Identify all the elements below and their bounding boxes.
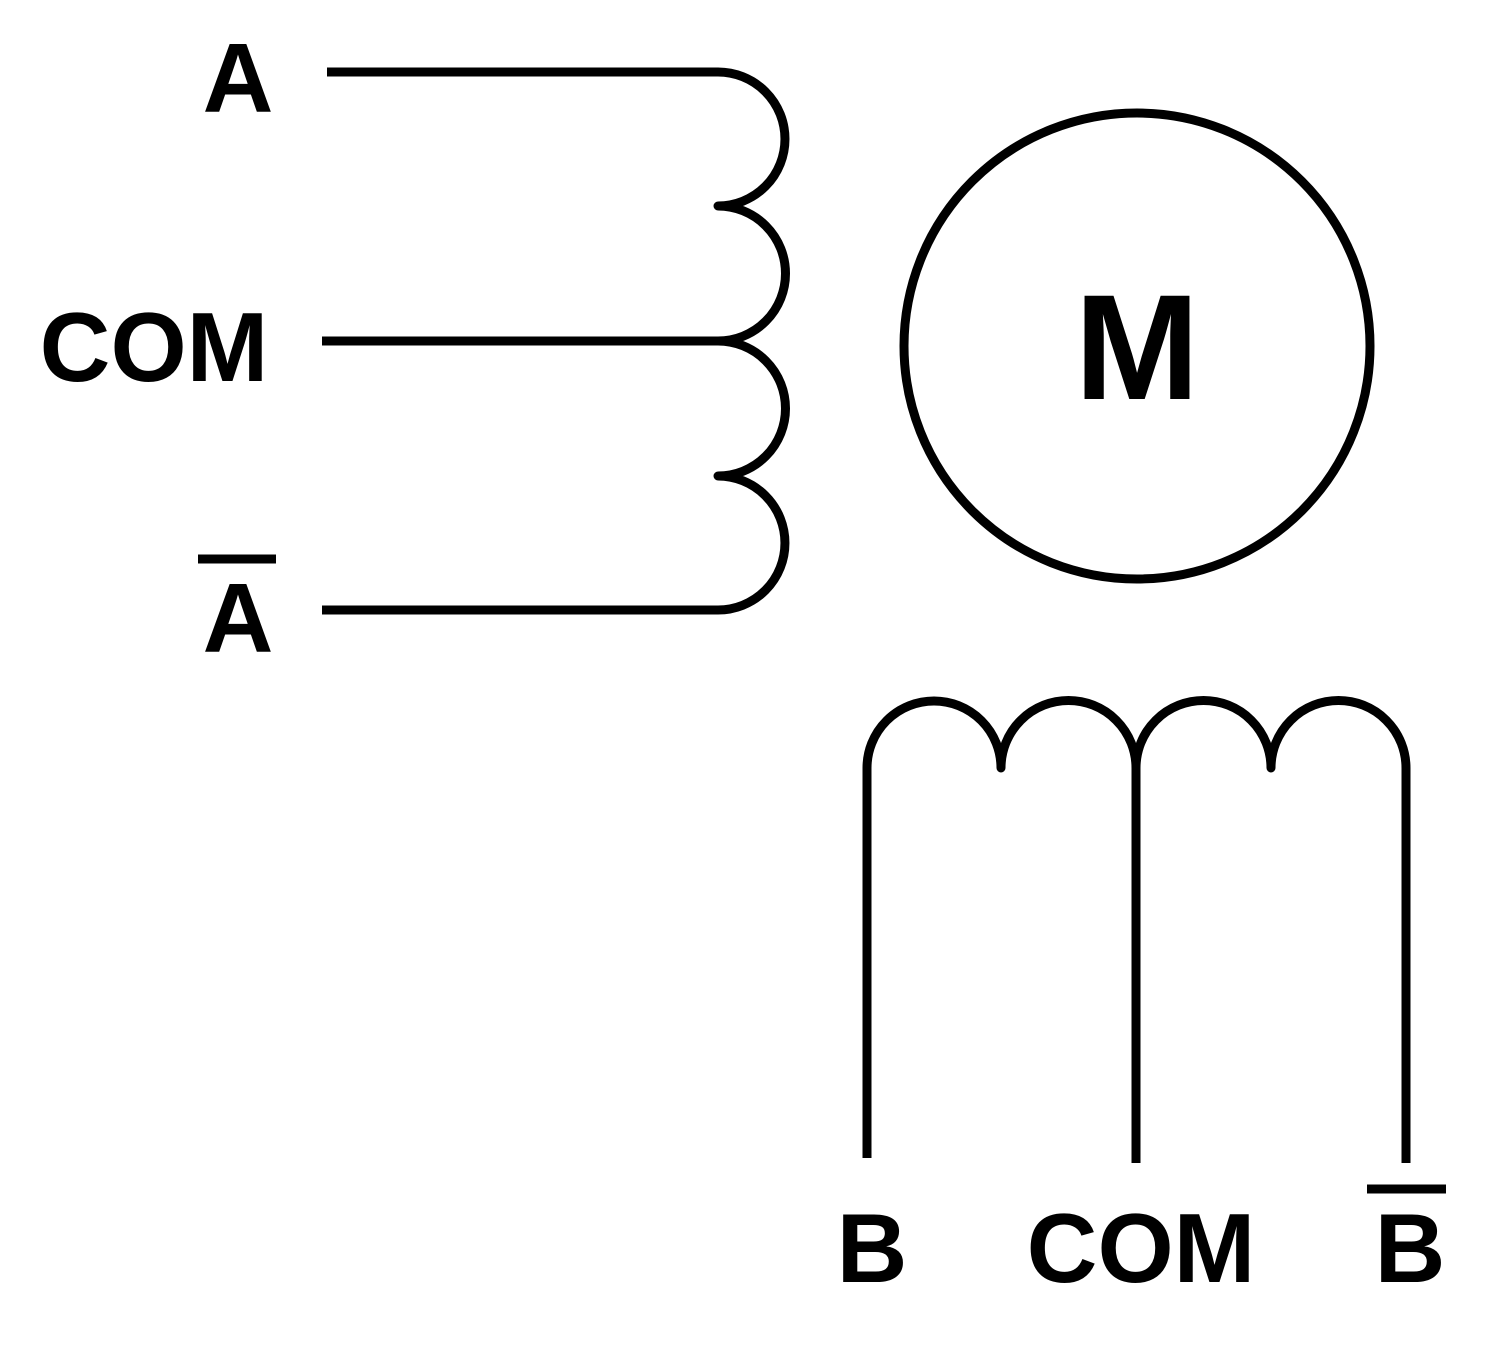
label-b: B — [837, 1193, 908, 1303]
label-com-a: COM — [40, 292, 269, 402]
motor-label: M — [1075, 263, 1200, 431]
label-a-bar: A — [203, 563, 274, 673]
label-com-b: COM — [1027, 1193, 1256, 1303]
label-b-bar: B — [1375, 1193, 1446, 1303]
phase-b-winding — [862, 696, 1411, 1163]
phase-a-winding — [322, 67, 790, 615]
phase-b-coil — [862, 696, 1411, 773]
motor-circle — [899, 108, 1375, 584]
phase-a-coil — [713, 67, 790, 615]
label-a: A — [203, 23, 274, 133]
motor-symbol: M — [899, 108, 1375, 584]
